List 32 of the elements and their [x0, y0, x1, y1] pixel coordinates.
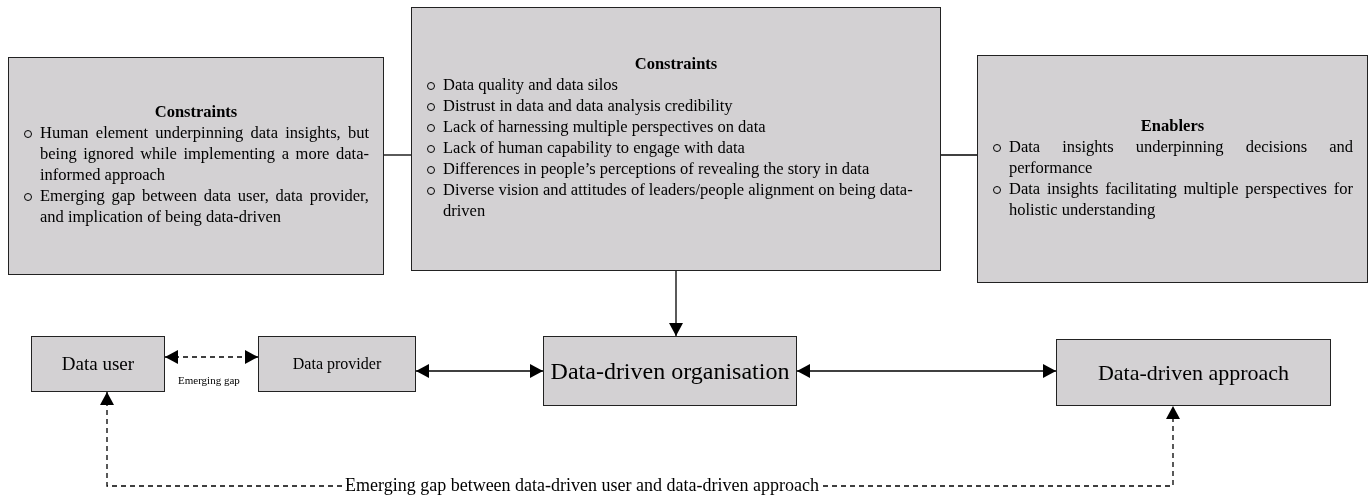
- process-box: [31, 336, 165, 392]
- arrow: [669, 270, 683, 337]
- arrow: [796, 364, 1057, 378]
- process-box: [8, 57, 384, 275]
- process-box: [411, 7, 941, 271]
- process-box: [977, 55, 1368, 283]
- process-box: [1056, 339, 1331, 406]
- bullet-item: Data quality and data silos: [426, 74, 926, 95]
- bullet-item: Differences in people’s perceptions of revealing the story in data: [426, 158, 926, 179]
- bullet-item: Diverse vision and attitudes of leaders/people alignment on being data-driven: [426, 179, 926, 221]
- edge-label: Emerging gap: [177, 374, 241, 387]
- edge-label: Emerging gap between data-driven user and data-driven approach: [343, 475, 821, 495]
- arrow: [415, 364, 544, 378]
- box-heading: Constraints: [633, 53, 719, 74]
- box-label: Data-driven organisation: [550, 357, 790, 385]
- process-box: [258, 336, 416, 392]
- box-label: Data provider: [292, 355, 382, 373]
- bullet-item: Distrust in data and data analysis credibility: [426, 95, 926, 116]
- box-heading: Enablers: [1139, 114, 1206, 136]
- bullet-item: Human element underpinning data insights, but being ignored while implementing a more data-informed approach: [23, 122, 369, 185]
- box-heading: Constraints: [153, 101, 239, 122]
- bullet-item: Data insights underpinning decisions and performance: [992, 135, 1353, 178]
- connector-line: [383, 154, 412, 156]
- bullet-item: Data insights facilitating multiple perspectives for holistic understanding: [992, 177, 1353, 220]
- process-box: [543, 336, 797, 406]
- bullet-item: Lack of human capability to engage with data: [426, 137, 926, 158]
- box-label: Data user: [61, 353, 135, 375]
- arrow: [164, 350, 259, 364]
- box-label: Data-driven approach: [1097, 359, 1290, 386]
- connector-line: [940, 154, 978, 156]
- bullet-item: Lack of harnessing multiple perspectives on data: [426, 116, 926, 137]
- bullet-item: Emerging gap between data user, data provider, and implication of being data-driven: [23, 185, 369, 227]
